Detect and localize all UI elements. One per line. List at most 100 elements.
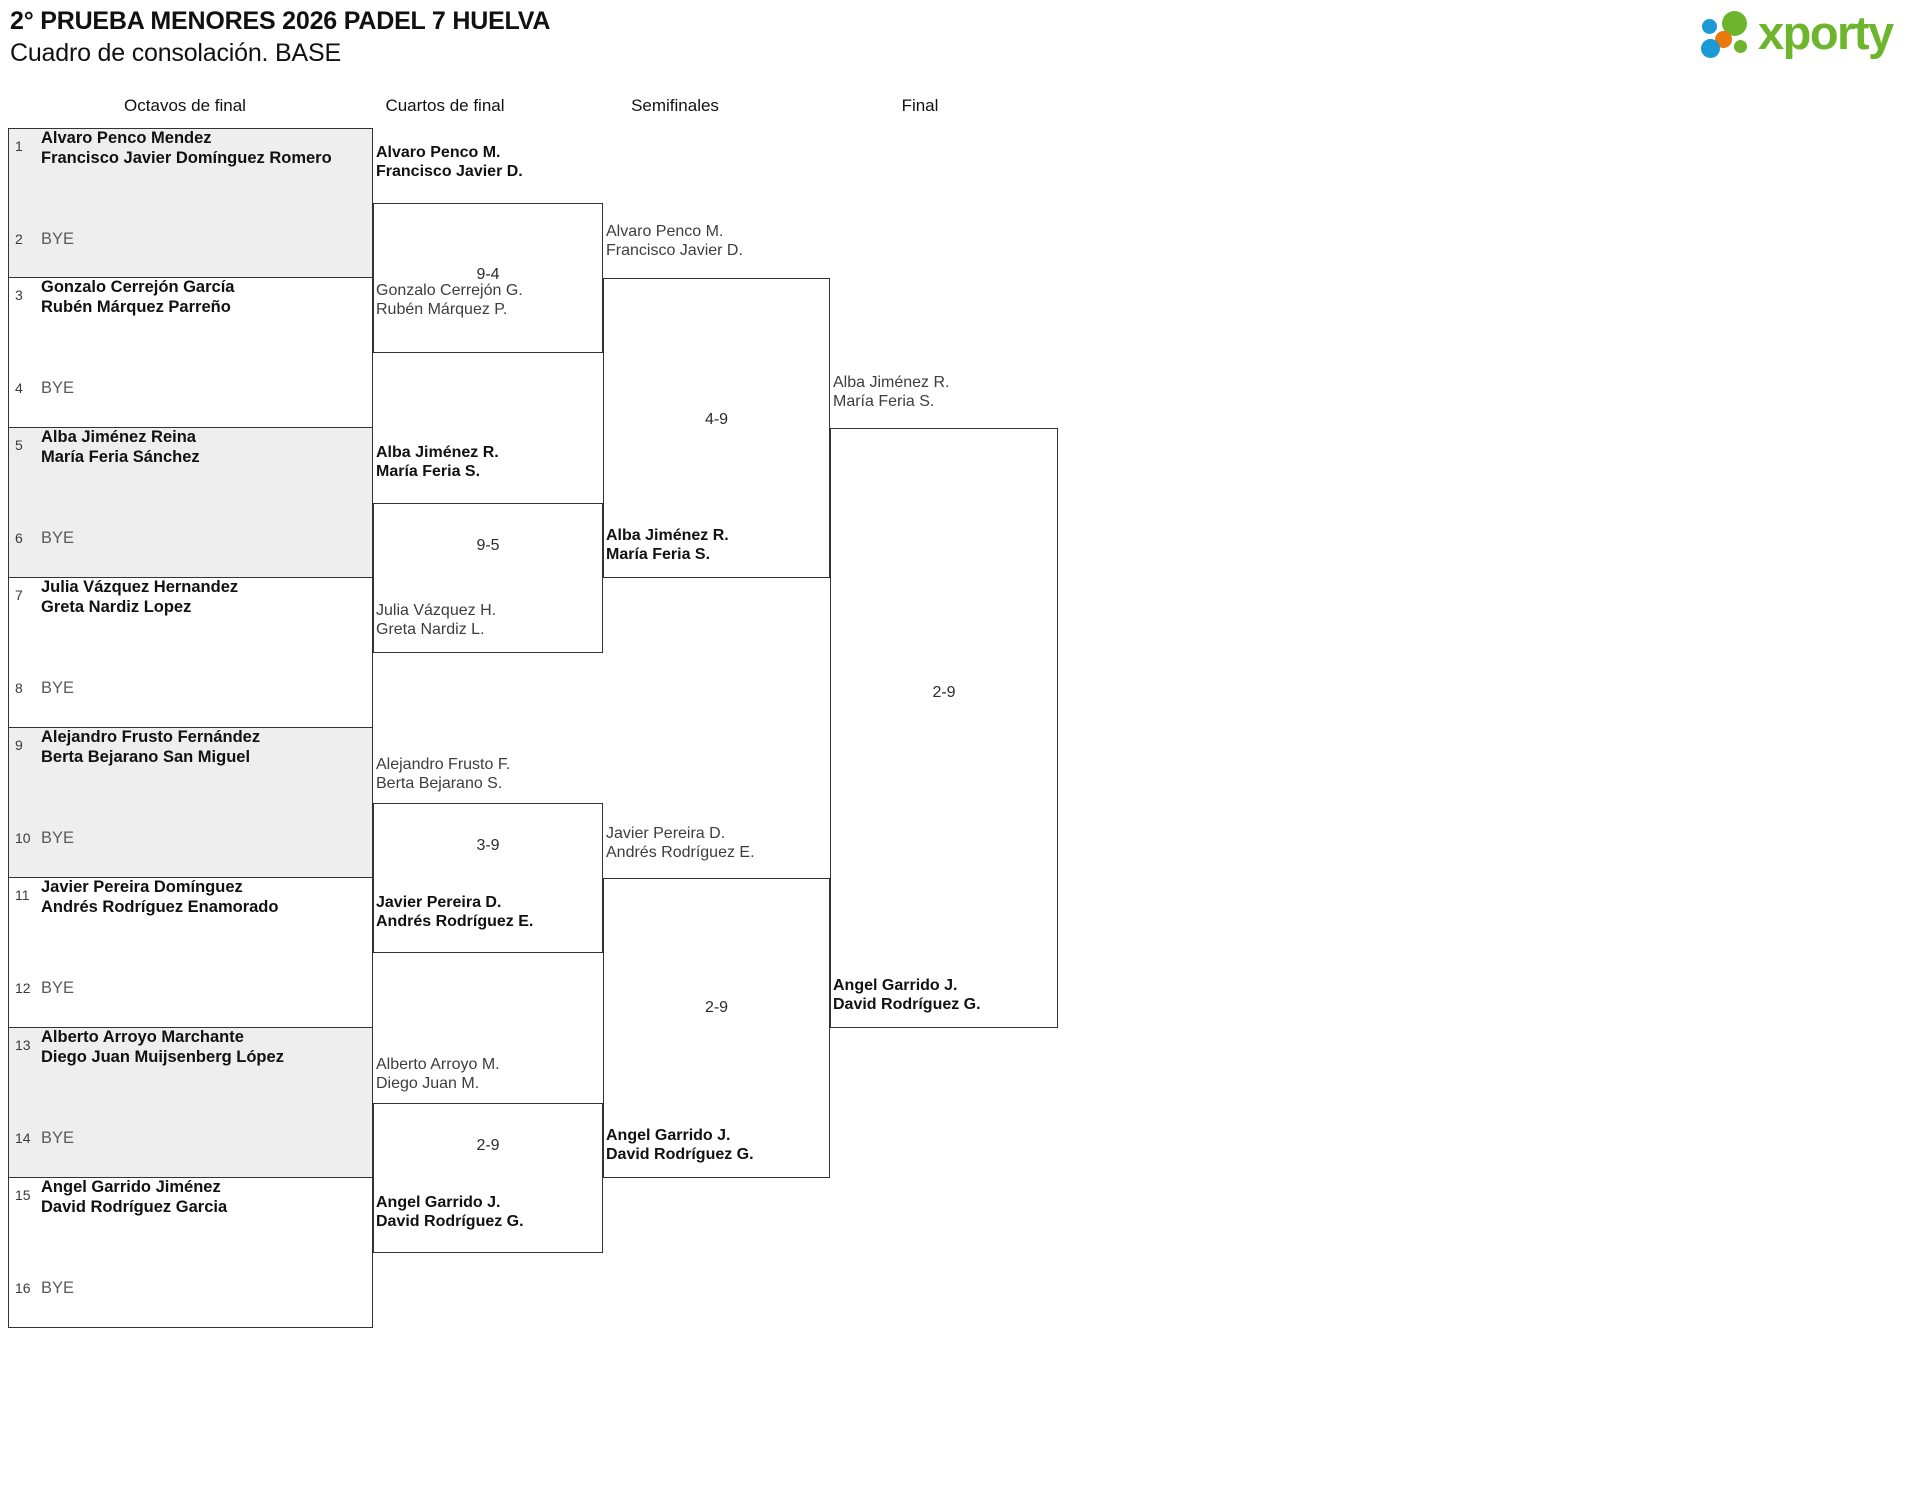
final-score: 2-9 — [932, 684, 956, 701]
seed-players: Alberto Arroyo Marchante Diego Juan Muij… — [41, 1028, 284, 1067]
team-player-2: David Rodríguez G. — [376, 1213, 524, 1230]
seed-entry-6[interactable]: 6 BYE — [9, 521, 372, 577]
seed-player-1: Alba Jiménez Reina — [41, 428, 196, 446]
quarterfinal-2-top-team[interactable]: Alba Jiménez R. María Feria S. — [376, 443, 499, 481]
team-player-1: Angel Garrido J. — [606, 1127, 731, 1144]
seed-entry-7[interactable]: 7 Julia Vázquez Hernandez Greta Nardiz L… — [9, 578, 372, 653]
team-player-2: Francisco Javier D. — [606, 242, 743, 259]
seed-number: 14 — [15, 1130, 31, 1146]
quarterfinal-4-top-team[interactable]: Alberto Arroyo M. Diego Juan M. — [376, 1055, 500, 1093]
seed-player-2: Berta Bejarano San Miguel — [41, 747, 251, 766]
semifinal-2-bottom-team[interactable]: Angel Garrido J. David Rodríguez G. — [606, 1126, 754, 1164]
quarterfinal-box-4[interactable]: 2-9 — [373, 1103, 603, 1253]
semifinal-1-bottom-team[interactable]: Alba Jiménez R. María Feria S. — [606, 526, 729, 564]
seed-player-2: Andrés Rodríguez Enamorado — [41, 897, 279, 916]
seed-number: 10 — [15, 830, 31, 846]
quarterfinal-score-4: 2-9 — [476, 1137, 500, 1154]
round-header-octavos: Octavos de final — [124, 96, 246, 115]
seed-entry-3[interactable]: 3 Gonzalo Cerrejón García Rubén Márquez … — [9, 278, 372, 353]
quarterfinal-3-top-team[interactable]: Alejandro Frusto F. Berta Bejarano S. — [376, 755, 510, 793]
team-player-1: Alvaro Penco M. — [606, 223, 724, 240]
bracket-pair-3[interactable]: 5 Alba Jiménez Reina María Feria Sánchez… — [8, 428, 373, 578]
semifinal-score-2: 2-9 — [704, 999, 729, 1016]
team-player-2: Rubén Márquez P. — [376, 301, 508, 318]
seed-player-1: Angel Garrido Jiménez — [41, 1178, 221, 1196]
title-block: 2° PRUEBA MENORES 2026 PADEL 7 HUELVA Cu… — [10, 6, 550, 69]
seed-player-2: Rubén Márquez Parreño — [41, 297, 231, 316]
final-top-team[interactable]: Alba Jiménez R. María Feria S. — [833, 373, 950, 411]
team-player-2: Andrés Rodríguez E. — [606, 844, 755, 861]
logo-dot-blue-top-icon — [1702, 19, 1717, 34]
seed-entry-4[interactable]: 4 BYE — [9, 371, 372, 427]
seed-number: 7 — [15, 587, 23, 603]
row-divider — [9, 427, 372, 428]
team-player-2: Francisco Javier D. — [376, 163, 523, 180]
logo-wordmark: xporty — [1758, 6, 1894, 59]
logo-dot-blue-bottom-icon — [1701, 39, 1720, 58]
quarterfinal-2-bottom-team[interactable]: Julia Vázquez H. Greta Nardiz L. — [376, 601, 496, 639]
seed-entry-10[interactable]: 10 BYE — [9, 821, 372, 877]
bracket-pair-2[interactable]: 3 Gonzalo Cerrejón García Rubén Márquez … — [8, 278, 373, 428]
round-header-cuartos: Cuartos de final — [385, 96, 505, 115]
seed-entry-12[interactable]: 12 BYE — [9, 971, 372, 1027]
quarterfinal-1-top-team[interactable]: Alvaro Penco M. Francisco Javier D. — [376, 143, 523, 181]
seed-entry-5[interactable]: 5 Alba Jiménez Reina María Feria Sánchez — [9, 428, 372, 503]
quarterfinal-1-bottom-team[interactable]: Gonzalo Cerrejón G. Rubén Márquez P. — [376, 281, 523, 319]
xporty-logo: xporty — [1700, 4, 1910, 62]
row-divider — [9, 1027, 372, 1028]
semifinal-2-top-team[interactable]: Javier Pereira D. Andrés Rodríguez E. — [606, 824, 755, 862]
quarterfinal-4-bottom-team[interactable]: Angel Garrido J. David Rodríguez G. — [376, 1193, 524, 1231]
team-player-1: Javier Pereira D. — [606, 825, 726, 842]
seed-entry-13[interactable]: 13 Alberto Arroyo Marchante Diego Juan M… — [9, 1028, 372, 1103]
seed-player-2: Greta Nardiz Lopez — [41, 597, 192, 616]
seed-bye-label: BYE — [41, 230, 75, 248]
seed-player-2: Francisco Javier Domínguez Romero — [41, 148, 332, 167]
seed-player-1: Alvaro Penco Mendez — [41, 129, 212, 147]
seed-number: 12 — [15, 980, 31, 996]
bracket-pair-7[interactable]: 13 Alberto Arroyo Marchante Diego Juan M… — [8, 1028, 373, 1178]
team-player-1: Alvaro Penco M. — [376, 144, 501, 161]
seed-player-2: Diego Juan Muijsenberg López — [41, 1047, 284, 1066]
team-player-2: María Feria S. — [606, 546, 711, 563]
seed-number: 13 — [15, 1037, 31, 1053]
seed-entry-8[interactable]: 8 BYE — [9, 671, 372, 727]
team-player-1: Alberto Arroyo M. — [376, 1056, 500, 1073]
team-player-1: Julia Vázquez H. — [376, 602, 497, 619]
seed-entry-9[interactable]: 9 Alejandro Frusto Fernández Berta Bejar… — [9, 728, 372, 803]
quarterfinal-box-3[interactable]: 3-9 — [373, 803, 603, 953]
row-divider — [9, 1177, 372, 1178]
team-player-1: Alba Jiménez R. — [376, 444, 499, 461]
logo-dot-orange-icon — [1715, 31, 1732, 48]
quarterfinal-box-2[interactable]: 9-5 — [373, 503, 603, 653]
semifinal-box-2[interactable]: 2-9 — [603, 878, 830, 1178]
bracket-pair-6[interactable]: 11 Javier Pereira Domínguez Andrés Rodrí… — [8, 878, 373, 1028]
quarterfinal-box-1[interactable]: 9-4 — [373, 203, 603, 353]
final-box[interactable]: 2-9 — [830, 428, 1058, 1028]
bracket-pair-4[interactable]: 7 Julia Vázquez Hernandez Greta Nardiz L… — [8, 578, 373, 728]
seed-number: 8 — [15, 680, 23, 696]
seed-entry-2[interactable]: 2 BYE — [9, 222, 372, 278]
semifinal-1-top-team[interactable]: Alvaro Penco M. Francisco Javier D. — [606, 222, 743, 260]
row-divider — [9, 727, 372, 728]
team-player-1: Javier Pereira D. — [376, 894, 502, 911]
semifinal-box-1[interactable]: 4-9 — [603, 278, 830, 578]
seed-entry-1[interactable]: 1 Alvaro Penco Mendez Francisco Javier D… — [9, 129, 372, 204]
seed-number: 1 — [15, 138, 23, 154]
quarterfinal-3-bottom-team[interactable]: Javier Pereira D. Andrés Rodríguez E. — [376, 893, 533, 931]
seed-entry-14[interactable]: 14 BYE — [9, 1121, 372, 1177]
final-bottom-team-champion[interactable]: Angel Garrido J. David Rodríguez G. — [833, 976, 981, 1014]
seed-entry-16[interactable]: 16 BYE — [9, 1271, 372, 1327]
seed-entry-15[interactable]: 15 Angel Garrido Jiménez David Rodríguez… — [9, 1178, 372, 1253]
seed-players: Alba Jiménez Reina María Feria Sánchez — [41, 428, 200, 467]
seed-bye-label: BYE — [41, 829, 75, 847]
seed-entry-11[interactable]: 11 Javier Pereira Domínguez Andrés Rodrí… — [9, 878, 372, 953]
bracket-pair-8[interactable]: 15 Angel Garrido Jiménez David Rodríguez… — [8, 1178, 373, 1328]
seed-bye-label: BYE — [41, 529, 75, 547]
bracket-pair-5[interactable]: 9 Alejandro Frusto Fernández Berta Bejar… — [8, 728, 373, 878]
seed-number: 5 — [15, 437, 23, 453]
team-player-2: Berta Bejarano S. — [376, 775, 503, 792]
team-player-2: María Feria S. — [833, 393, 935, 410]
seed-player-1: Alberto Arroyo Marchante — [41, 1028, 244, 1046]
bracket-pair-1[interactable]: 1 Alvaro Penco Mendez Francisco Javier D… — [8, 128, 373, 278]
